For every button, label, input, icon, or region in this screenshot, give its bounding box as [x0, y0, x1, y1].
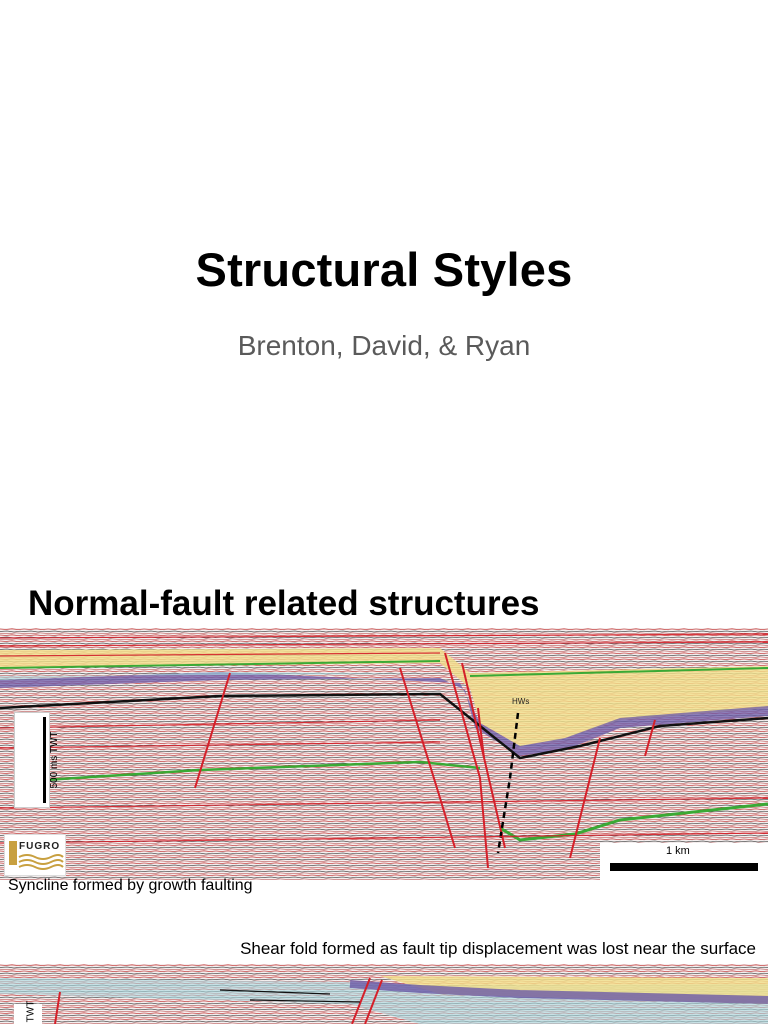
figure2-vertical-scale-label: TWT [25, 1000, 37, 1023]
title-slide: Structural Styles Brenton, David, & Ryan [195, 243, 573, 361]
horizontal-scale-label: 1 km [666, 845, 690, 857]
fugro-logo-text: FUGRO [19, 841, 61, 852]
label-hws: HWs [512, 697, 530, 706]
figure2-vertical-scale: TWT [14, 1000, 42, 1024]
horizontal-scale-bar [610, 863, 758, 871]
seismic-section-growth-faulting [0, 628, 768, 880]
fugro-logo: FUGRO [4, 834, 66, 876]
fugro-logo-mark [9, 841, 64, 870]
figure1-caption: Syncline formed by growth faulting [8, 877, 253, 894]
slide-title: Structural Styles [195, 243, 573, 296]
horizontal-scale: 1 km [600, 843, 768, 880]
section-title: Normal-fault related structures [28, 584, 540, 623]
vertical-scale-bar [43, 717, 46, 803]
figure2-caption: Shear fold formed as fault tip displacem… [240, 939, 756, 958]
vertical-scale: 500 ms TWT [14, 712, 60, 808]
slide-subtitle: Brenton, David, & Ryan [237, 330, 531, 361]
seismic-section-shear-fold [0, 964, 768, 1024]
vertical-scale-label: 500 ms TWT [49, 731, 60, 789]
